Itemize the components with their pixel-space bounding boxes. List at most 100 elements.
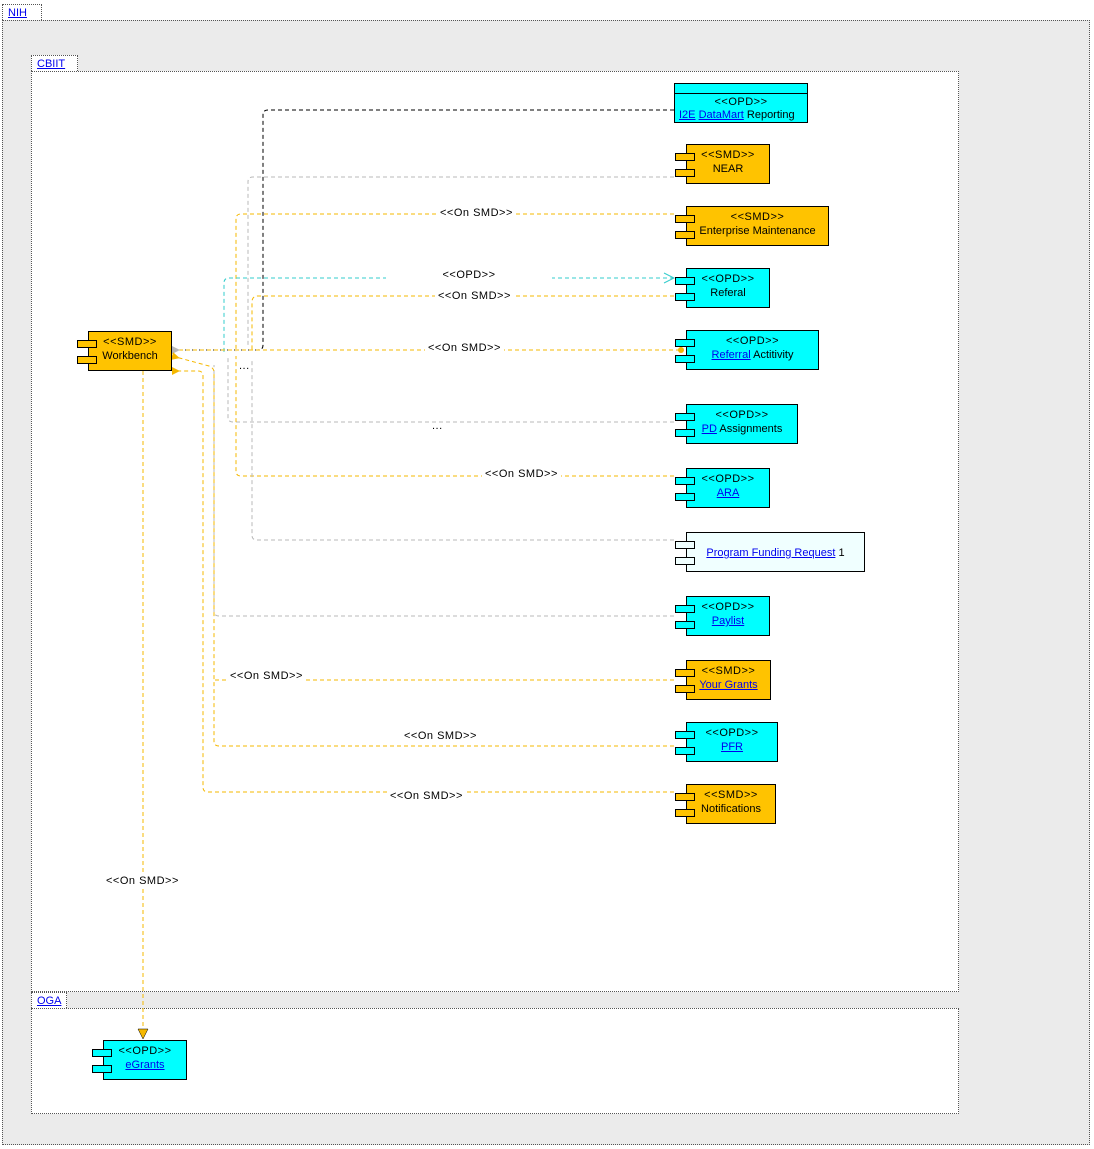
paylist-link[interactable]: Paylist xyxy=(711,615,745,627)
label-on-smd-activity: <<On SMD>> xyxy=(425,342,504,354)
stereotype-label: <<OPD>> xyxy=(701,601,755,613)
component-workbench[interactable]: <<SMD>> Workbench xyxy=(77,331,172,371)
component-stub xyxy=(77,340,97,348)
stereotype-label: <<OPD>> xyxy=(701,473,755,485)
stereotype-label: <<SMD>> xyxy=(701,665,756,677)
label-on-smd-grants: <<On SMD>> xyxy=(227,670,306,682)
nih-package-tab: NIH xyxy=(2,4,42,20)
oga-package-tab: OGA xyxy=(31,992,67,1008)
component-stub xyxy=(675,685,695,693)
component-egrants[interactable]: <<OPD>> eGrants xyxy=(92,1040,187,1080)
label-on-smd-pfr: <<On SMD>> xyxy=(401,730,480,742)
component-stub xyxy=(675,355,695,363)
arrow-egrants xyxy=(137,1028,149,1040)
stereotype-label: <<SMD>> xyxy=(730,211,785,223)
component-stub xyxy=(675,809,695,817)
pd-assignments-name: PD Assignments xyxy=(701,423,783,435)
datamart-link[interactable]: DataMart xyxy=(698,109,744,121)
nih-package-link[interactable]: NIH xyxy=(8,7,27,19)
component-referal[interactable]: <<OPD>> Referal xyxy=(675,268,770,308)
activity-endpoint xyxy=(678,347,684,353)
your-grants-link[interactable]: Your Grants xyxy=(699,679,758,691)
component-ara[interactable]: <<OPD>> ARA xyxy=(675,468,770,508)
referral-activity-name: Referral Actitivity xyxy=(711,349,794,361)
component-stub xyxy=(675,541,695,549)
component-referral-actitivity[interactable]: <<OPD>> Referral Actitivity xyxy=(675,330,819,370)
arrow-referal-opd xyxy=(663,272,676,284)
program-funding-request-link[interactable]: Program Funding Request xyxy=(706,547,836,559)
pd-link[interactable]: PD xyxy=(701,423,717,435)
component-stub xyxy=(675,429,695,437)
stereotype-label: <<OPD>> xyxy=(118,1045,172,1057)
component-stub xyxy=(77,356,97,364)
referal-name: Referal xyxy=(710,287,746,299)
egrants-link[interactable]: eGrants xyxy=(125,1059,165,1071)
component-stub xyxy=(675,793,695,801)
label-on-smd-notifications: <<On SMD>> xyxy=(387,790,466,802)
pfr1-name: Program Funding Request 1 xyxy=(706,547,845,559)
referral-link[interactable]: Referral xyxy=(711,349,751,361)
label-on-smd-enterprise: <<On SMD>> xyxy=(437,207,516,219)
line-ara xyxy=(235,356,674,477)
component-i2e-datamart-reporting[interactable]: <<OPD>> I2E DataMart Reporting xyxy=(674,83,808,123)
line-referal-opd xyxy=(223,277,674,352)
component-stub xyxy=(675,747,695,755)
i2e-link[interactable]: I2E xyxy=(679,109,696,121)
line-pd xyxy=(227,356,674,423)
label-on-smd-egrants: <<On SMD>> xyxy=(103,875,182,887)
stereotype-label: <<OPD>> xyxy=(715,409,769,421)
near-name: NEAR xyxy=(712,163,744,175)
component-stub xyxy=(675,339,695,347)
component-stub xyxy=(675,669,695,677)
label-opd-referal: <<OPD>> xyxy=(386,269,552,281)
component-stub xyxy=(675,413,695,421)
i2e-name: I2E DataMart Reporting xyxy=(679,109,795,121)
component-pfr[interactable]: <<OPD>> PFR xyxy=(675,722,778,762)
line-i2e xyxy=(172,109,674,351)
oga-package-link[interactable]: OGA xyxy=(37,995,62,1007)
stereotype-label: <<OPD>> xyxy=(705,727,759,739)
component-stub xyxy=(675,293,695,301)
label-on-smd-ara: <<On SMD>> xyxy=(482,468,561,480)
component-stub xyxy=(675,277,695,285)
component-program-funding-request-1[interactable]: Program Funding Request 1 xyxy=(675,532,865,572)
line-near xyxy=(247,176,674,345)
stereotype-label: <<OPD>> xyxy=(714,96,768,108)
stereotype-label: <<SMD>> xyxy=(103,336,157,348)
pfr-link[interactable]: PFR xyxy=(721,741,743,753)
component-stub xyxy=(92,1065,112,1073)
component-stub xyxy=(92,1049,112,1057)
component-near[interactable]: <<SMD>> NEAR xyxy=(675,144,770,184)
component-pd-assignments[interactable]: <<OPD>> PD Assignments xyxy=(675,404,798,444)
component-stub xyxy=(675,477,695,485)
enterprise-name: Enterprise Maintenance xyxy=(699,225,816,237)
component-stub xyxy=(675,605,695,613)
stereotype-label: <<OPD>> xyxy=(725,335,780,347)
stereotype-label: <<OPD>> xyxy=(701,273,755,285)
component-stub xyxy=(675,731,695,739)
line-referal-smd xyxy=(251,295,674,352)
component-stub xyxy=(675,215,695,223)
component-stub xyxy=(675,493,695,501)
line-enterprise xyxy=(235,213,674,352)
stereotype-label: <<SMD>> xyxy=(701,149,755,161)
label-on-smd-referal: <<On SMD>> xyxy=(435,290,514,302)
cbiit-package-link[interactable]: CBIIT xyxy=(37,58,66,70)
label-dots-2: ... xyxy=(432,420,443,432)
component-notifications[interactable]: <<SMD>> Notifications xyxy=(675,784,776,824)
line-pfr1 xyxy=(251,360,674,541)
notifications-name: Notifications xyxy=(701,803,761,815)
component-paylist[interactable]: <<OPD>> Paylist xyxy=(675,596,770,636)
component-stub xyxy=(675,557,695,565)
component-stub xyxy=(675,169,695,177)
line-notifications xyxy=(172,367,674,793)
line-paylist xyxy=(213,365,674,617)
component-stub xyxy=(675,153,695,161)
component-enterprise-maintenance[interactable]: <<SMD>> Enterprise Maintenance xyxy=(675,206,829,246)
component-stub xyxy=(675,231,695,239)
workbench-name: Workbench xyxy=(102,350,158,362)
component-your-grants[interactable]: <<SMD>> Your Grants xyxy=(675,660,771,700)
component-stub xyxy=(675,621,695,629)
ara-link[interactable]: ARA xyxy=(716,487,740,499)
label-dots-1: ... xyxy=(239,360,250,372)
